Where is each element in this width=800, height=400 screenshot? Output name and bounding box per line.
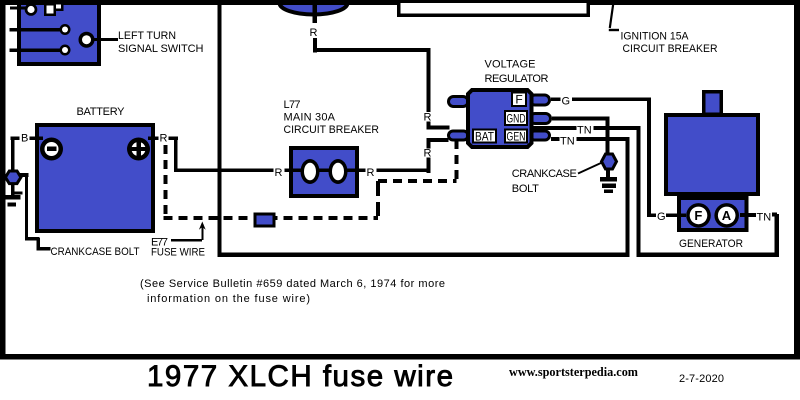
svg-text:REGULATOR: REGULATOR <box>485 73 549 85</box>
svg-text:1977 XLCH fuse wire: 1977 XLCH fuse wire <box>147 360 453 393</box>
svg-text:BAT: BAT <box>475 132 494 144</box>
svg-text:GEN: GEN <box>507 132 526 144</box>
svg-text:2-7-2020: 2-7-2020 <box>679 373 724 385</box>
svg-text:G: G <box>562 96 571 108</box>
svg-text:LEFT TURN: LEFT TURN <box>118 30 176 42</box>
svg-text:R: R <box>275 167 283 179</box>
svg-text:F: F <box>515 93 522 107</box>
svg-text:BOLT: BOLT <box>512 183 539 195</box>
svg-text:GENERATOR: GENERATOR <box>679 238 743 250</box>
svg-text:MAIN 30A: MAIN 30A <box>284 112 336 124</box>
svg-text:www.sportsterpedia.com: www.sportsterpedia.com <box>509 365 639 379</box>
svg-text:R: R <box>424 148 432 160</box>
svg-text:CRANKCASE BOLT: CRANKCASE BOLT <box>51 246 140 258</box>
svg-text:CIRCUIT BREAKER: CIRCUIT BREAKER <box>284 124 380 136</box>
svg-text:TN: TN <box>577 125 592 137</box>
svg-text:R: R <box>160 133 168 145</box>
svg-text:L77: L77 <box>284 99 301 111</box>
svg-text:GND: GND <box>507 114 526 126</box>
svg-text:SIGNAL SWITCH: SIGNAL SWITCH <box>118 43 204 55</box>
svg-text:IGNITION 15A: IGNITION 15A <box>621 31 690 43</box>
svg-text:information on the fuse wire): information on the fuse wire) <box>147 293 310 305</box>
svg-text:(See Service Bulletin #659 dat: (See Service Bulletin #659 dated March 6… <box>140 278 445 290</box>
svg-text:G: G <box>657 211 666 223</box>
svg-text:F: F <box>694 208 702 223</box>
svg-text:A: A <box>722 208 732 223</box>
svg-text:B: B <box>21 133 28 145</box>
svg-text:R: R <box>367 167 375 179</box>
svg-text:R: R <box>424 112 432 124</box>
svg-text:FUSE WIRE: FUSE WIRE <box>151 247 205 259</box>
svg-text:E77: E77 <box>151 237 168 249</box>
svg-text:CRANKCASE: CRANKCASE <box>512 168 577 180</box>
svg-text:TN: TN <box>560 136 575 148</box>
svg-text:BATTERY: BATTERY <box>77 106 126 118</box>
svg-text:TN: TN <box>757 212 772 224</box>
svg-text:CIRCUIT BREAKER: CIRCUIT BREAKER <box>623 43 718 55</box>
svg-text:R: R <box>310 27 318 39</box>
svg-text:VOLTAGE: VOLTAGE <box>485 59 536 71</box>
